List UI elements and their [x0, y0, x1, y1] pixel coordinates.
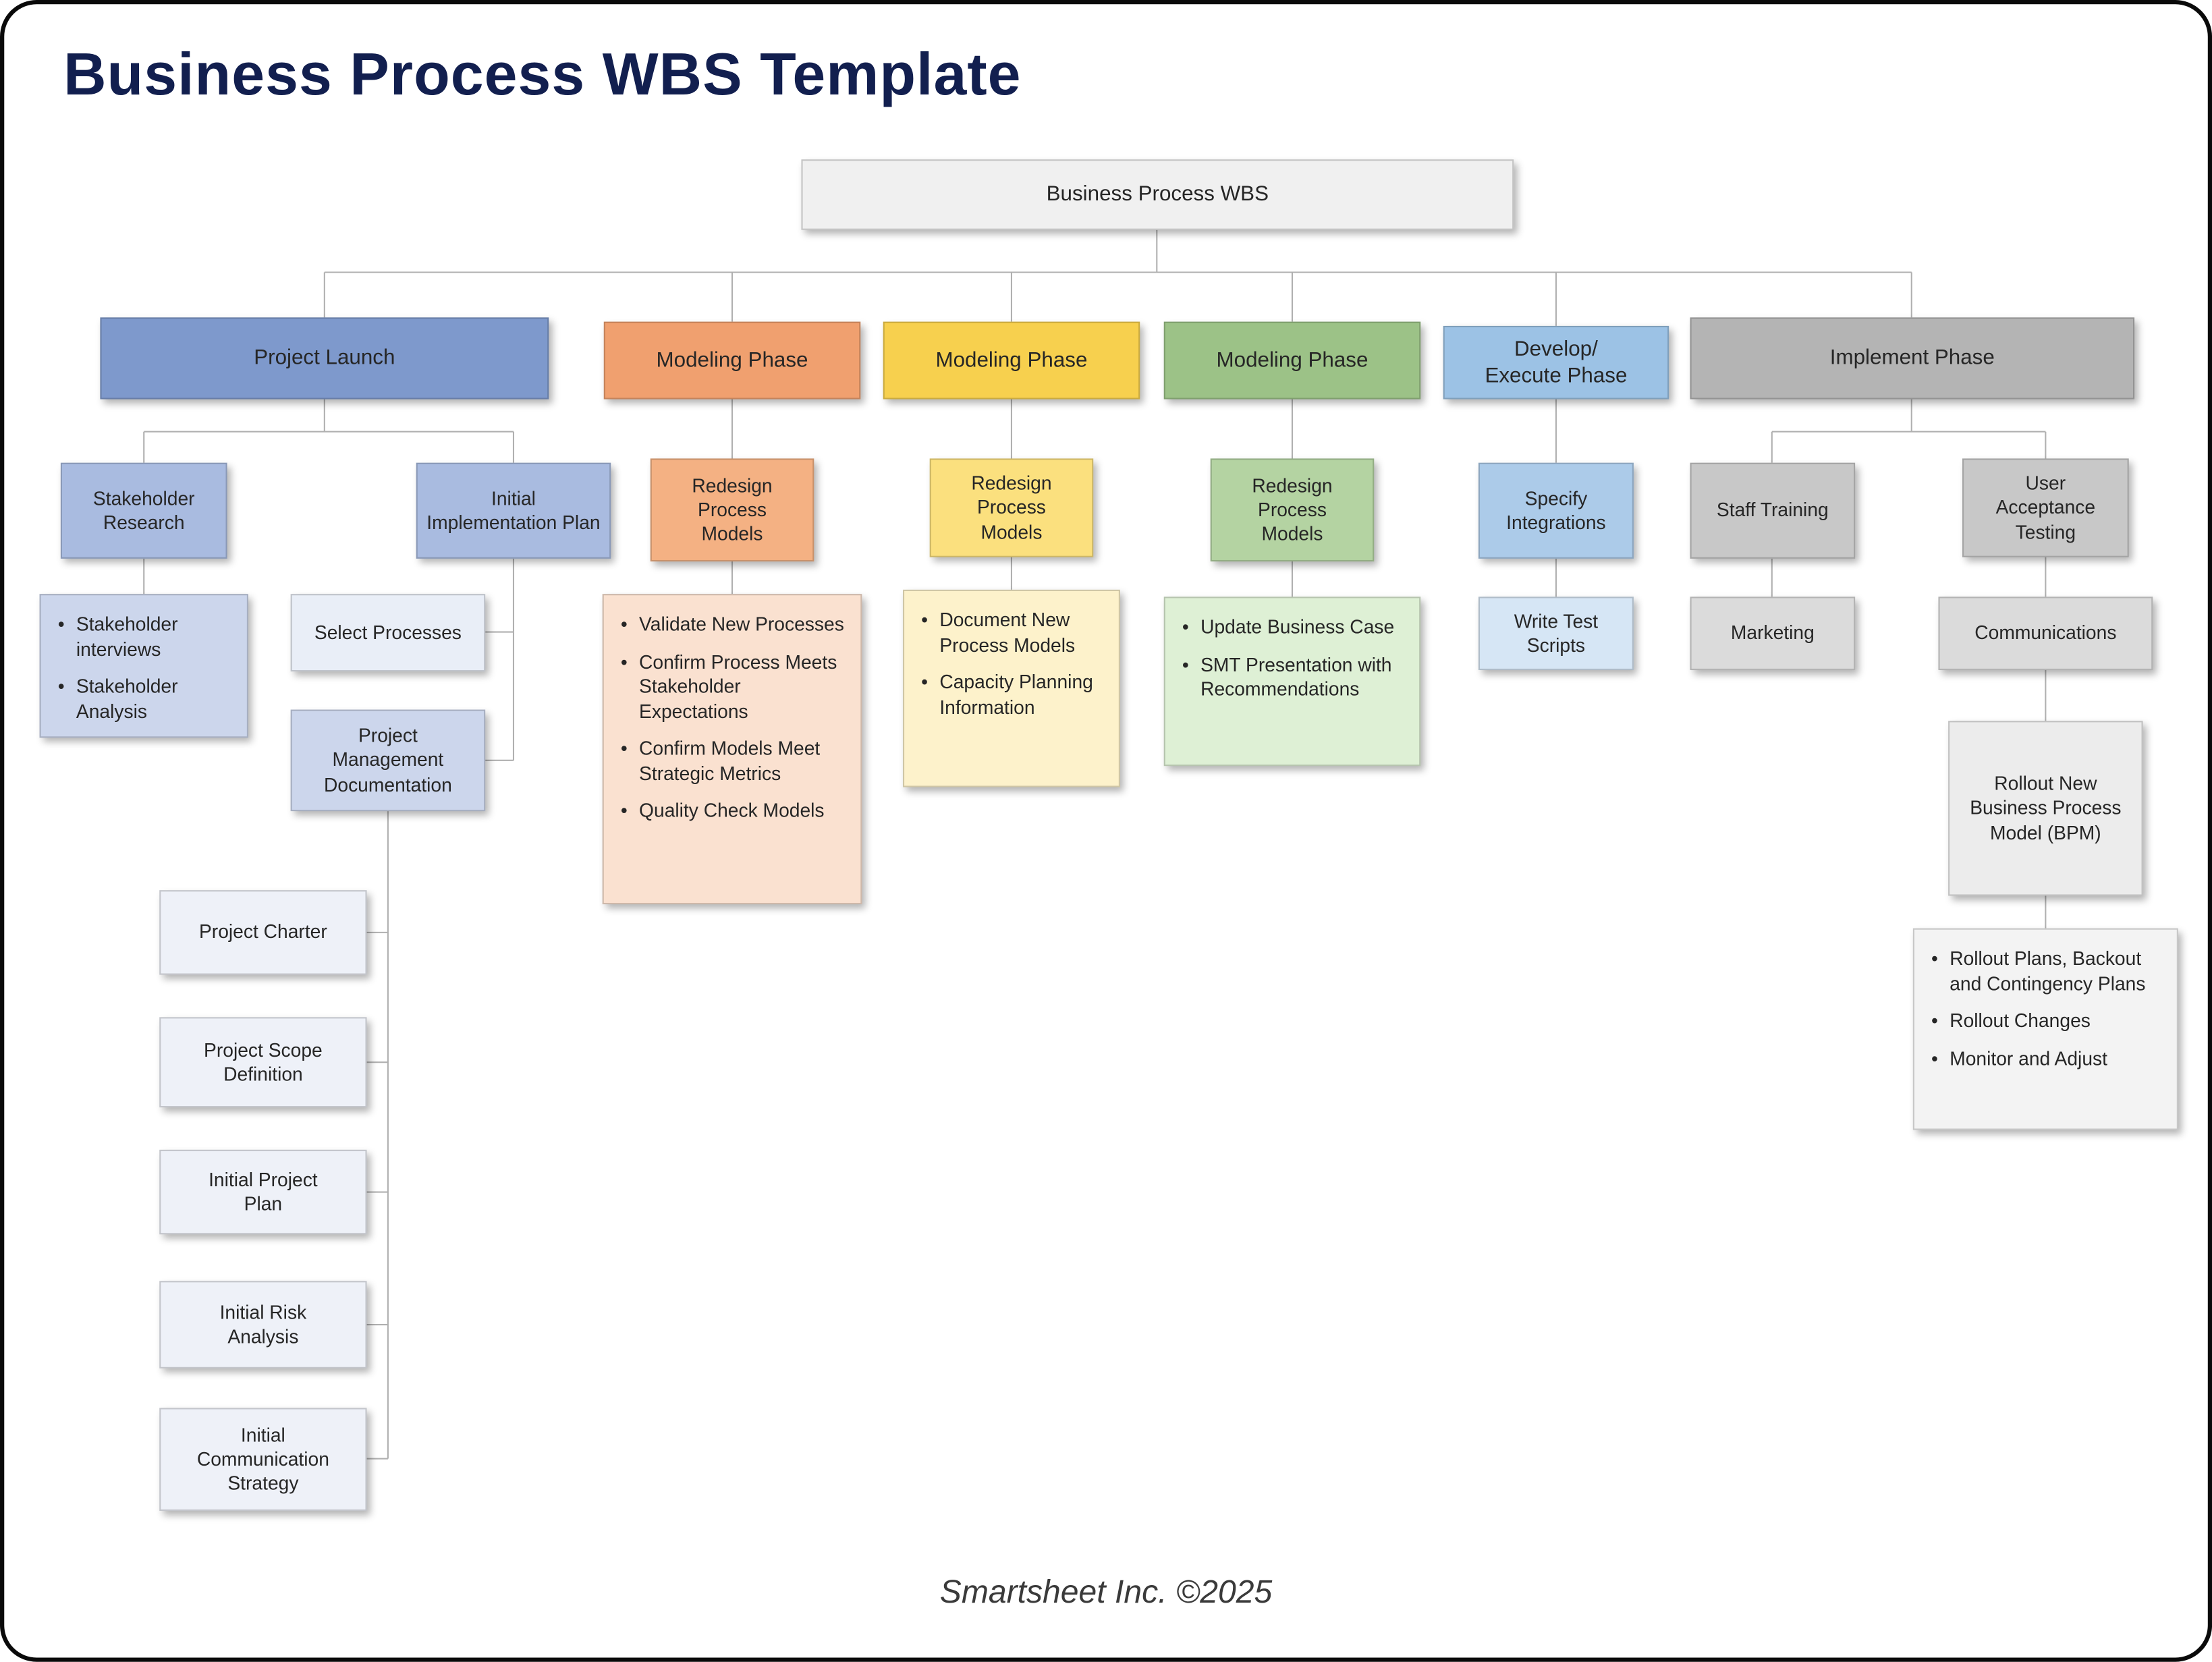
node-project-charter: Project Charter	[159, 890, 367, 975]
bullet-list: Stakeholder interviews Stakeholder Analy…	[55, 612, 233, 724]
bullet-item: Validate New Processes	[618, 612, 847, 637]
node-initial-project-plan: Initial Project Plan	[159, 1149, 367, 1235]
node-write-test-scripts: Write Test Scripts	[1478, 597, 1634, 671]
node-rollout-new-bpm: Rollout New Business Process Model (BPM)	[1948, 721, 2143, 896]
bullet-item: Document New Process Models	[918, 608, 1105, 657]
bullet-item: Update Business Case	[1180, 615, 1405, 640]
node-green-items: Update Business Case SMT Presentation wi…	[1163, 597, 1421, 767]
node-marketing: Marketing	[1690, 597, 1856, 671]
bullet-item: Stakeholder interviews	[55, 612, 233, 661]
node-redesign-process-models-green: Redesign Process Models	[1210, 458, 1375, 562]
node-project-scope-definition: Project Scope Definition	[159, 1017, 367, 1108]
node-select-processes: Select Processes	[290, 594, 486, 672]
node-modeling-phase-2: Modeling Phase	[883, 321, 1140, 399]
node-redesign-process-models-yellow: Redesign Process Models	[929, 458, 1094, 557]
bullet-item: Capacity Planning Information	[918, 670, 1105, 719]
node-stakeholder-research-items: Stakeholder interviews Stakeholder Analy…	[39, 594, 248, 738]
bullet-item: Rollout Plans, Backout and Contingency P…	[1929, 947, 2163, 996]
page-title: Business Process WBS Template	[63, 40, 1022, 107]
node-implement-items: Rollout Plans, Backout and Contingency P…	[1912, 928, 2178, 1130]
node-staff-training: Staff Training	[1690, 462, 1856, 559]
node-project-launch: Project Launch	[100, 317, 549, 399]
bullet-item: Stakeholder Analysis	[55, 675, 233, 724]
node-specify-integrations: Specify Integrations	[1478, 462, 1634, 559]
footer-credit: Smartsheet Inc. ©2025	[939, 1573, 1273, 1610]
bullet-item: Rollout Changes	[1929, 1009, 2163, 1034]
node-orange-items: Validate New Processes Confirm Process M…	[602, 594, 862, 905]
node-implement-phase: Implement Phase	[1690, 317, 2135, 399]
node-modeling-phase-3: Modeling Phase	[1163, 321, 1421, 399]
node-modeling-phase-1: Modeling Phase	[603, 321, 861, 399]
bullet-item: Quality Check Models	[618, 799, 847, 824]
bullet-item: Confirm Models Meet Strategic Metrics	[618, 737, 847, 786]
node-initial-communication-strategy: Initial Communication Strategy	[159, 1408, 367, 1512]
bullet-item: Confirm Process Meets Stakeholder Expect…	[618, 650, 847, 724]
bullet-list: Validate New Processes Confirm Process M…	[618, 612, 847, 823]
bullet-list: Document New Process Models Capacity Pla…	[918, 608, 1105, 720]
node-communications: Communications	[1938, 597, 2153, 671]
node-develop-execute-phase: Develop/ Execute Phase	[1443, 325, 1669, 399]
bullet-list: Rollout Plans, Backout and Contingency P…	[1929, 947, 2163, 1071]
bullet-item: SMT Presentation with Recommendations	[1180, 653, 1405, 702]
node-initial-risk-analysis: Initial Risk Analysis	[159, 1281, 367, 1368]
node-user-acceptance-testing: User Acceptance Testing	[1962, 458, 2129, 557]
bullet-list: Update Business Case SMT Presentation wi…	[1180, 615, 1405, 702]
node-project-management-documentation: Project Management Documentation	[290, 709, 486, 812]
node-redesign-process-models-orange: Redesign Process Models	[650, 458, 814, 562]
node-yellow-items: Document New Process Models Capacity Pla…	[902, 589, 1120, 787]
bullet-item: Monitor and Adjust	[1929, 1046, 2163, 1071]
node-business-process-wbs: Business Process WBS	[801, 159, 1514, 230]
node-initial-implementation-plan: Initial Implementation Plan	[416, 462, 611, 559]
node-stakeholder-research: Stakeholder Research	[60, 462, 227, 559]
